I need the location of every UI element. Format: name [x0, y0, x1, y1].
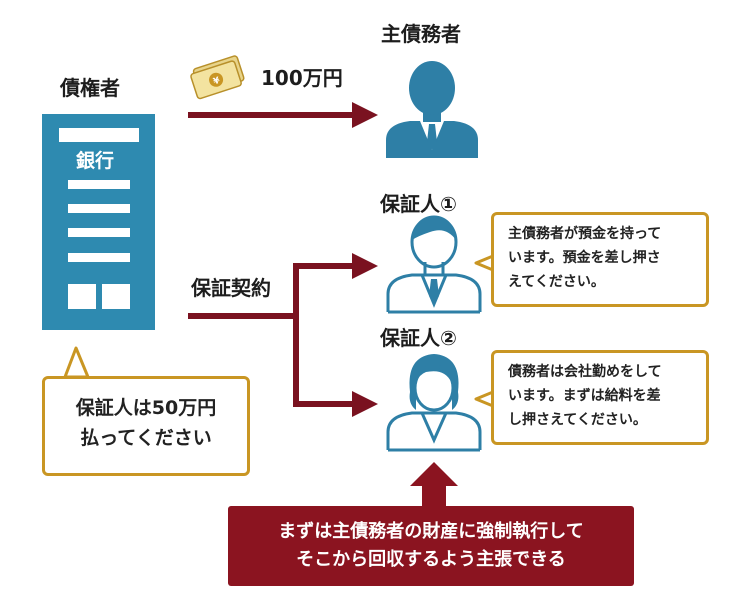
creditor-label: 債権者 — [60, 76, 120, 100]
amount-label: 100万円 — [261, 66, 343, 90]
guarantor-1-callout-line-2: います。預金を差し押さ — [508, 250, 661, 266]
loan-arrow — [188, 102, 378, 128]
guarantor-1-callout-line-1: 主債務者が預金を持って — [508, 226, 662, 242]
bank-callout-line-1: 保証人は50万円 — [75, 397, 217, 419]
guarantor-2-callout-line-3: し押さえてください。 — [508, 412, 647, 428]
guarantee-contract-label: 保証契約 — [191, 276, 271, 300]
guarantor-2-speech-bubble: 債務者は会社勤めをして います。まずは給料を差 し押さえてください。 — [491, 350, 709, 445]
guarantor-1-label: 保証人① — [380, 192, 457, 216]
guarantor-1-callout-line-3: えてください。 — [508, 274, 605, 290]
bank-speech-bubble: 保証人は50万円 払ってください — [42, 376, 250, 476]
guarantee-arrows — [188, 253, 378, 417]
conclusion-banner: まずは主債務者の財産に強制執行して そこから回収するよう主張できる — [228, 506, 634, 586]
banner-line-2: そこから回収するよう主張できる — [296, 549, 566, 570]
bank-building-icon — [42, 114, 155, 330]
callout-tails — [63, 254, 495, 408]
guarantor-2-callout-line-1: 債務者は会社勤めをして — [508, 364, 662, 380]
guarantor-2-callout-line-2: います。まずは給料を差 — [508, 388, 661, 404]
person-icon — [386, 61, 478, 158]
guarantor-2-label: 保証人② — [380, 326, 457, 350]
bank-callout-line-2: 払ってください — [80, 427, 212, 449]
person-icon — [386, 354, 482, 452]
bank-label: 銀行 — [76, 150, 115, 172]
guarantor-1-speech-bubble: 主債務者が預金を持って います。預金を差し押さ えてください。 — [491, 212, 709, 307]
person-icon — [386, 215, 482, 314]
svg-text:¥: ¥ — [212, 76, 222, 88]
up-arrow — [410, 462, 458, 506]
principal-debtor-label: 主債務者 — [381, 22, 461, 46]
money-icon: ¥ — [190, 55, 245, 100]
banner-line-1: まずは主債務者の財産に強制執行して — [278, 521, 584, 542]
